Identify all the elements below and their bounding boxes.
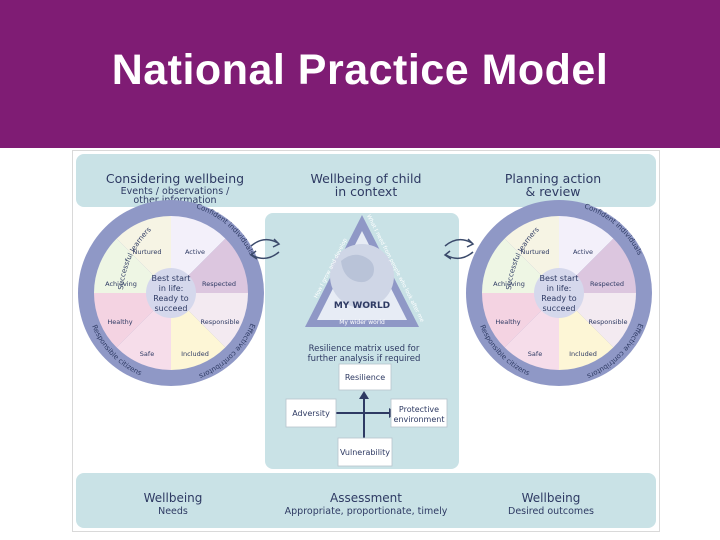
- wheel-right-seg-respected: Respected: [590, 280, 624, 288]
- wheel-left-seg-safe: Safe: [140, 350, 154, 358]
- header-center-title1: Wellbeing of child: [311, 171, 422, 186]
- resilience-matrix: Resilience matrix used for further analy…: [285, 344, 448, 467]
- wheel-right-seg-healthy: Healthy: [495, 318, 520, 326]
- wheel-left-center-line2: in life:: [159, 284, 184, 293]
- wheel-right-center-line4: succeed: [543, 304, 576, 313]
- wheel-right-center-line1: Best start: [540, 274, 579, 283]
- header-right-title1: Planning action: [505, 171, 601, 186]
- footer-center-title: Assessment: [330, 491, 402, 505]
- practice-model-diagram: Considering wellbeing Events / observati…: [72, 150, 660, 532]
- wheel-left-center-line4: succeed: [155, 304, 188, 313]
- cycle-arrows-right-icon: [443, 238, 475, 260]
- resilience-right-label2: environment: [394, 415, 445, 424]
- header-right-title2: & review: [525, 184, 580, 199]
- arrow-up-icon: [359, 391, 369, 399]
- header-band: Considering wellbeing Events / observati…: [76, 154, 656, 207]
- resilience-right-label1: Protective: [399, 405, 439, 414]
- header-center-title2: in context: [335, 184, 398, 199]
- wellbeing-wheel-left: Best start in life: Ready to succeed Act…: [78, 200, 264, 386]
- wheel-right-seg-nurtured: Nurtured: [521, 248, 550, 256]
- cycle-arrows-left-icon: [249, 238, 281, 260]
- wheel-left-seg-active: Active: [185, 248, 205, 256]
- footer-right-sub: Desired outcomes: [508, 506, 594, 517]
- wheel-left-center-line3: Ready to: [153, 294, 189, 303]
- footer-left-title: Wellbeing: [144, 491, 203, 505]
- wheel-right-seg-included: Included: [569, 350, 597, 358]
- wheel-left-center-line1: Best start: [152, 274, 191, 283]
- my-world-bottom-label: My wider world: [339, 319, 385, 326]
- wheel-left-seg-achieving: Achieving: [105, 280, 137, 288]
- wheel-left-seg-included: Included: [181, 350, 209, 358]
- header-left-title: Considering wellbeing: [106, 171, 244, 186]
- wheel-left-seg-nurtured: Nurtured: [133, 248, 162, 256]
- my-world-label: MY WORLD: [334, 301, 390, 311]
- resilience-left-label: Adversity: [292, 409, 330, 418]
- footer-center-sub: Appropriate, proportionate, timely: [285, 506, 448, 517]
- wheel-right-seg-safe: Safe: [528, 350, 542, 358]
- resilience-caption2: further analysis if required: [308, 354, 421, 364]
- footer-left-sub: Needs: [158, 506, 188, 517]
- wheel-right-center-line3: Ready to: [541, 294, 577, 303]
- title-bar: National Practice Model: [0, 0, 720, 148]
- wheel-right-seg-achieving: Achieving: [493, 280, 525, 288]
- wheel-left-seg-respected: Respected: [202, 280, 236, 288]
- resilience-bottom-label: Vulnerability: [340, 448, 390, 457]
- header-left-sub1: Events / observations /: [121, 186, 231, 197]
- wheel-right-seg-active: Active: [573, 248, 593, 256]
- footer-band: Wellbeing Needs Assessment Appropriate, …: [76, 473, 656, 528]
- footer-right-title: Wellbeing: [522, 491, 581, 505]
- wheel-left-seg-healthy: Healthy: [107, 318, 132, 326]
- wheel-left-seg-responsible: Responsible: [201, 318, 240, 326]
- wheel-right-center-line2: in life:: [547, 284, 572, 293]
- wheel-right-seg-responsible: Responsible: [589, 318, 628, 326]
- page-title: National Practice Model: [111, 46, 609, 94]
- resilience-top-label: Resilience: [345, 373, 385, 382]
- resilience-caption1: Resilience matrix used for: [309, 344, 420, 354]
- wellbeing-wheel-right: Best start in life: Ready to succeed Act…: [466, 200, 652, 386]
